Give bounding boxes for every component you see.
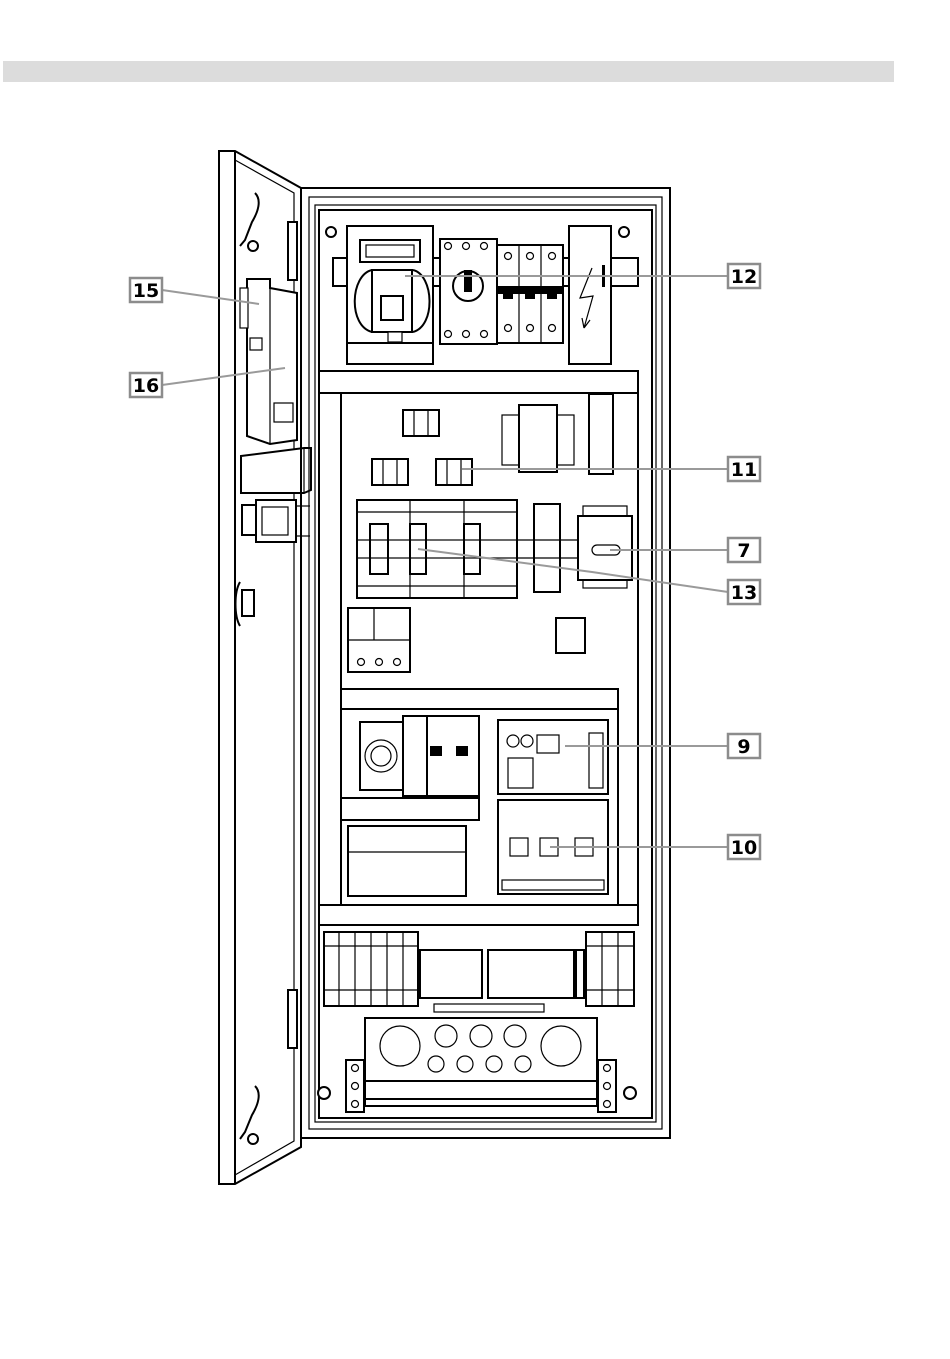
callout-label: 16 — [133, 375, 159, 397]
callout-label: 12 — [731, 266, 757, 288]
callout-15: 15 — [130, 278, 162, 302]
callout-11: 11 — [728, 457, 760, 481]
cabinet-door — [219, 151, 311, 1184]
callout-label: 10 — [731, 837, 757, 859]
callout-label: 11 — [731, 459, 757, 481]
callout-label: 7 — [737, 540, 750, 562]
control-section — [348, 394, 632, 672]
callout-label: 9 — [737, 736, 750, 758]
callout-10: 10 — [728, 835, 760, 859]
callout-13: 13 — [728, 580, 760, 604]
callout-9: 9 — [728, 734, 760, 758]
electronics-section — [341, 716, 608, 896]
callout-7: 7 — [728, 538, 760, 562]
callout-label: 13 — [731, 582, 757, 604]
callout-label: 15 — [133, 280, 159, 302]
callout-16: 16 — [130, 373, 162, 397]
main-switch-section — [333, 226, 638, 364]
terminal-section — [324, 932, 634, 1112]
callout-12: 12 — [728, 264, 760, 288]
